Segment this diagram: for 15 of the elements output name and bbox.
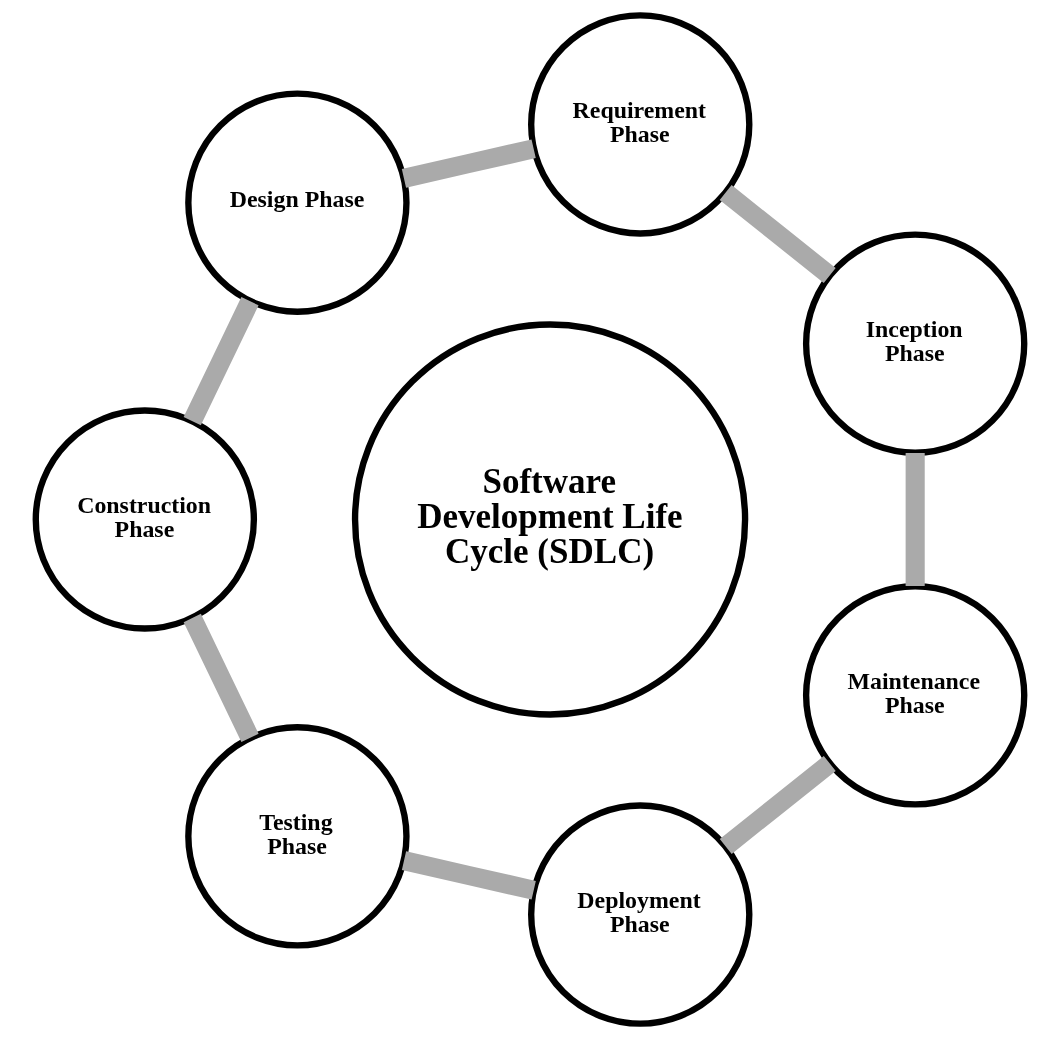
connector bbox=[183, 613, 259, 742]
node-circle: Construction Phase bbox=[32, 406, 257, 632]
connector bbox=[401, 138, 536, 188]
connector bbox=[905, 452, 925, 586]
node-circle: Design Phase bbox=[184, 89, 410, 315]
node-circle: Software Development Life Cycle (SDLC) bbox=[351, 320, 748, 718]
connector bbox=[719, 755, 836, 854]
node-circle: Maintenance Phase bbox=[802, 582, 1027, 808]
connector bbox=[183, 296, 259, 425]
node-circle: Testing Phase bbox=[184, 723, 410, 949]
connector bbox=[401, 850, 536, 900]
node-circle: Deployment Phase bbox=[527, 801, 752, 1027]
node-circle: Requirement Phase bbox=[527, 11, 752, 237]
node-circle: Inception Phase bbox=[802, 230, 1027, 456]
connector bbox=[719, 184, 836, 283]
